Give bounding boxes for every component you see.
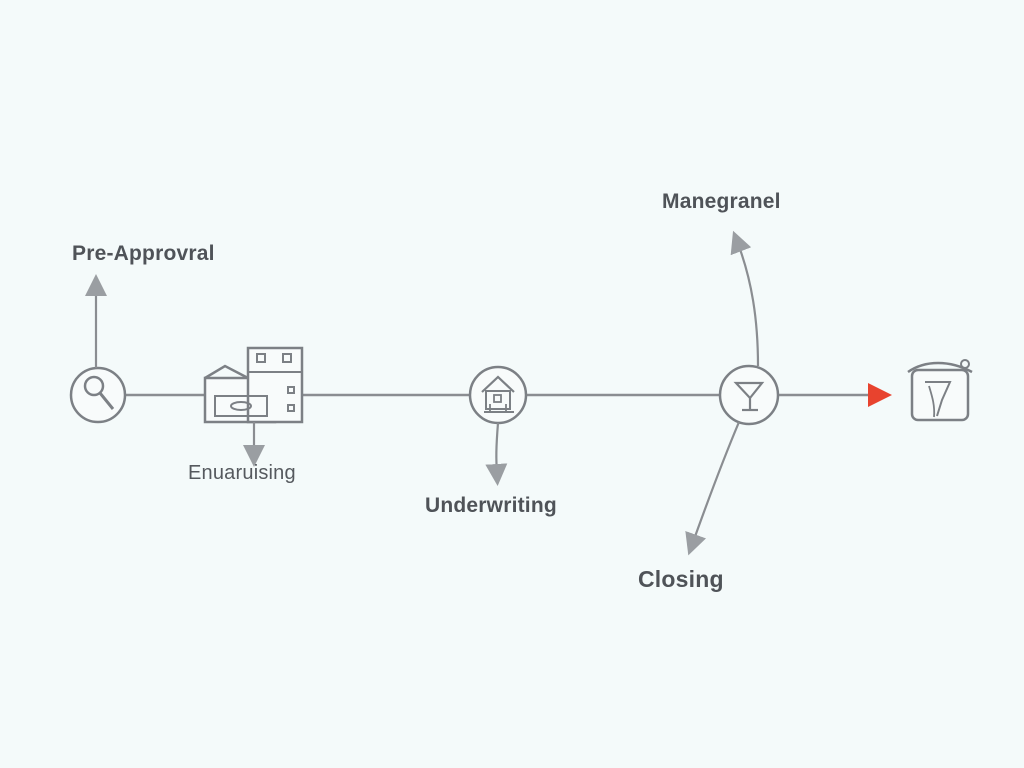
timeline-end-arrow: [868, 383, 892, 407]
underwriting-connector: [485, 422, 508, 486]
manegranel-connector: [730, 230, 760, 367]
bag-icon: [907, 359, 973, 422]
stage-label-manegranel: Manegranel: [662, 190, 781, 213]
house-icon: [468, 365, 528, 425]
stage-label-pre-approval: Pre-Approvral: [72, 242, 215, 265]
stage-label-closing: Closing: [638, 566, 724, 592]
stage-label-underwriting: Underwriting: [425, 494, 557, 517]
glass-icon: [718, 364, 780, 426]
closing-connector: [685, 421, 741, 556]
magnifier-icon: [69, 366, 127, 424]
building-icon: [203, 346, 304, 424]
stage-label-enuaruising: Enuaruising: [188, 462, 296, 484]
